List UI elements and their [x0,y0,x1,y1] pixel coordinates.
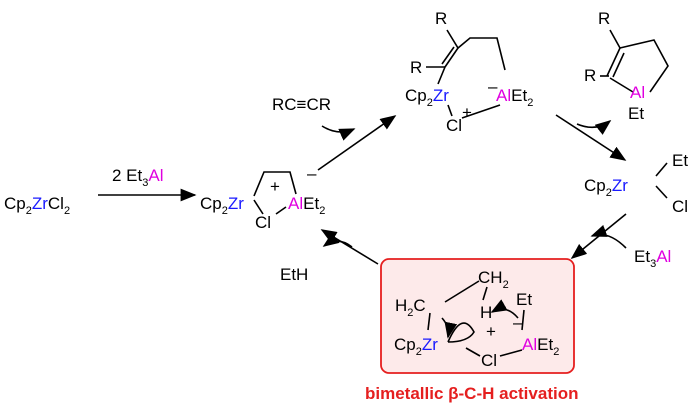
svg-text:AlEt2: AlEt2 [496,86,533,109]
start-compound: Cp2ZrCl2 [4,194,70,217]
svg-text:Cp2ZrCl2: Cp2ZrCl2 [4,194,70,217]
transition-state: CH2 H2C H Et Cp2Zr + – AlEt2 Cl [394,268,559,370]
svg-text:Et3Al: Et3Al [634,247,671,270]
arrow-step2 [317,115,397,171]
ts-cl: Cl [481,351,497,370]
svg-text:H2C: H2C [395,296,426,319]
metallacycle-complex: Cp2Zr + – AlEt2 Cl [200,164,325,232]
svg-text:Cp2Zr: Cp2Zr [584,176,628,199]
arrow-step4 [570,213,627,260]
reagent-et3al-1: 2 Et3Al [112,166,164,189]
alumina-product: R R Al Et [584,9,669,123]
arrow-step3 [555,114,627,161]
ts-plus: + [486,322,496,341]
ethyl-complex: Cp2Zr Et Cl [584,151,688,216]
ts-caption: bimetallic β-C-H activation [365,384,578,403]
alkyne-entry-arrow [321,125,356,141]
svg-text:AlEt2: AlEt2 [288,194,325,217]
ts-ethyl: Et [516,290,532,309]
arrow-step5 [320,229,379,265]
reagent-et3al-entry-arrow [590,224,627,249]
metallacycle-plus: + [270,177,280,196]
product-r2: R [584,66,596,85]
ts-minus: – [513,313,523,332]
insertion-r2: R [410,58,422,77]
insertion-r1: R [435,9,447,28]
insertion-complex: R R Cp2Zr + – AlEt2 Cl [405,9,533,135]
ts-hydrogen: H [480,303,492,322]
ethyl-complex-et: Et [672,151,688,170]
ethane-release-arrow [322,232,353,248]
svg-text:CH2: CH2 [478,268,509,291]
insertion-cl: Cl [446,116,462,135]
alkyne-label: RC≡CR [272,95,331,114]
reagent-et3al-2: Et3Al [634,247,671,270]
svg-text:Cp2Zr: Cp2Zr [405,86,449,109]
byproduct-eth: EtH [280,265,308,284]
svg-text:2 Et3Al: 2 Et3Al [112,166,164,189]
product-r1: R [598,9,610,28]
insertion-plus: + [462,103,472,122]
metallacycle-minus: – [307,164,317,183]
svg-text:Cp2Zr: Cp2Zr [394,335,438,358]
metallacycle-cl: Cl [255,213,271,232]
insertion-minus: – [488,77,498,96]
ts-highlight-box [380,258,575,374]
svg-text:Cp2Zr: Cp2Zr [200,194,244,217]
product-release-arrow [576,120,612,135]
product-al: Al [630,83,645,102]
ethyl-complex-cl: Cl [672,197,688,216]
product-et: Et [628,104,644,123]
svg-text:AlEt2: AlEt2 [522,335,559,358]
